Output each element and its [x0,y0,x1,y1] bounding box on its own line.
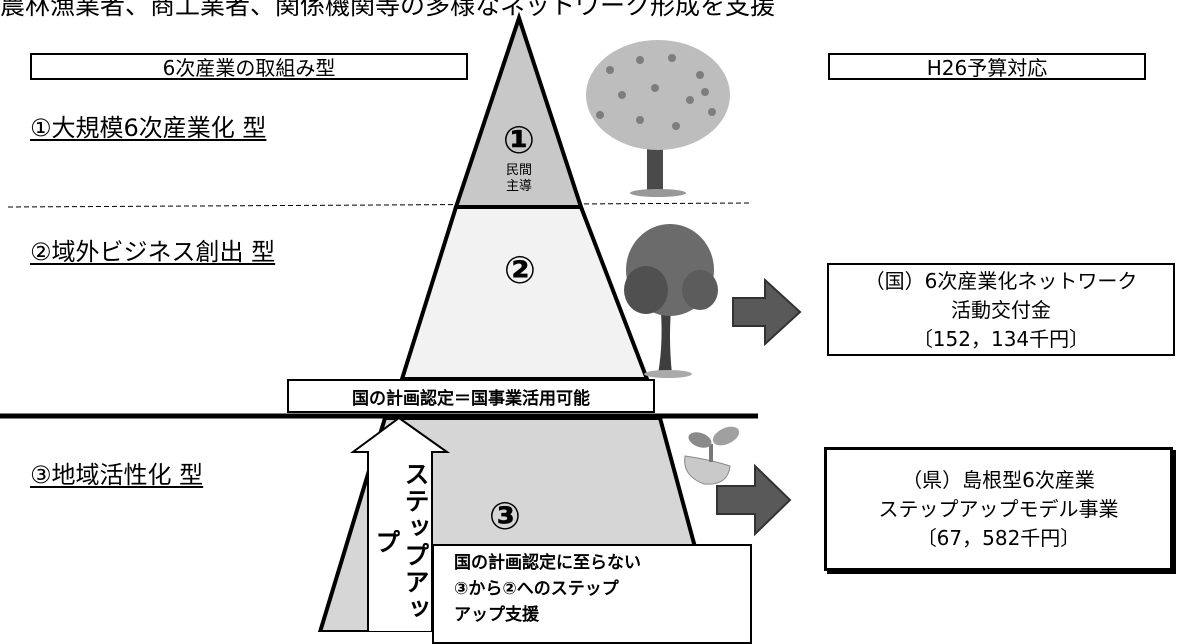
budget-prefecture-line-2: ステップアップモデル事業 [878,497,1119,521]
stepup-note-line-2: ③から②へのステップ [454,579,619,599]
budget-national-line-2: 活動交付金 [951,298,1051,322]
certification-label: 国の計画認定＝国事業活用可能 [287,379,655,413]
arrow-to-national [732,277,802,347]
stepup-note-line-3: アップ支援 [454,605,539,625]
fruit-tree-icon [586,40,730,197]
type-label-3: ③地域活性化 型 [30,461,204,489]
pyramid-caption-1: 民間 主導 [494,163,544,195]
pyramid-level-2 [399,205,650,381]
left-header: 6次産業の取組み型 [30,53,468,80]
pyramid-number-3: ③ [488,494,522,538]
stepup-arrow [349,416,451,632]
budget-prefecture-line-3: 〔67，582千円〕 [916,526,1081,550]
stepup-note: 国の計画認定に至らない ③から②へのステップ アップ支援 [432,544,752,644]
budget-national-line-3: 〔152，134千円〕 [912,327,1090,351]
arrow-to-prefecture [716,463,792,537]
type-label-2: ②域外ビジネス創出 型 [30,238,276,266]
pyramid-number-2: ② [503,248,537,292]
pyramid-caption-line-1: 民間 [505,163,532,178]
budget-prefecture-line-1: （県）島根型6次産業 [902,468,1095,492]
dashed-separator [7,202,753,208]
right-header: H26予算対応 [828,53,1146,80]
pyramid-caption-line-2: 主導 [505,179,532,194]
budget-national-line-1: （国）6次産業化ネットワーク [864,269,1138,293]
subtitle: 農林漁業者、商工業者、関係機関等の多様なネットワーク形成を支援 [0,0,776,20]
sprout-icon [684,426,740,485]
budget-national-box: （国）6次産業化ネットワーク 活動交付金 〔152，134千円〕 [827,263,1175,356]
pyramid-number-1: ① [502,118,536,162]
tree-icon [624,224,718,378]
budget-prefecture-box: （県）島根型6次産業 ステップアップモデル事業 〔67，582千円〕 [824,447,1173,571]
stepup-vertical-text: ステップアップ [372,461,430,623]
pyramid-level-1 [453,11,584,209]
type-label-1: ①大規模6次産業化 型 [30,114,267,142]
stepup-note-line-1: 国の計画認定に至らない [454,553,641,573]
